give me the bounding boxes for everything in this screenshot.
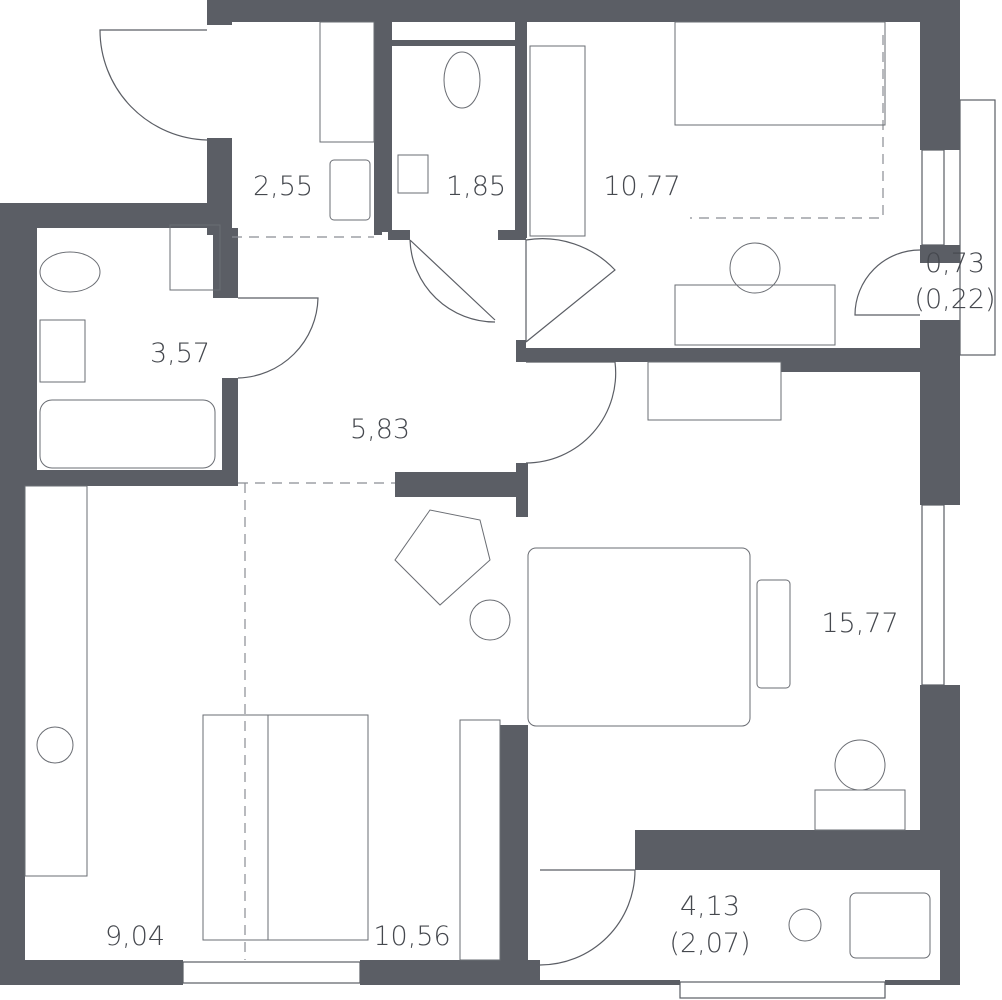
area-label-loggia: 4,13 bbox=[680, 891, 740, 922]
area-reduced-loggia: (2,07) bbox=[669, 928, 750, 959]
wardrobe-icon bbox=[647, 361, 782, 421]
area-label-bathroom: 3,57 bbox=[150, 338, 210, 369]
sink-icon bbox=[39, 319, 86, 383]
area-reduced-balcony-small: (0,22) bbox=[914, 284, 995, 315]
area-label-kitchen: 9,04 bbox=[105, 921, 165, 952]
dresser-icon bbox=[814, 789, 906, 831]
area-label-bedroom-small: 10,77 bbox=[603, 171, 680, 202]
kitchen-counter-icon bbox=[24, 485, 88, 877]
sink-icon bbox=[397, 154, 429, 194]
zone-lines bbox=[232, 35, 884, 960]
armchair-icon bbox=[394, 509, 491, 606]
area-label-hallway: 5,83 bbox=[350, 414, 410, 445]
area-label-hallway-closet: 2,55 bbox=[253, 171, 313, 202]
area-label-living-room: 10,56 bbox=[373, 921, 450, 952]
stool-icon bbox=[788, 908, 822, 942]
area-labels: 2,55 1,85 10,77 0,73 (0,22) 3,57 5,83 15… bbox=[105, 171, 996, 959]
chair-icon bbox=[729, 242, 781, 294]
sofa-icon bbox=[674, 21, 886, 126]
toilet-icon bbox=[39, 251, 101, 293]
area-label-bedroom-large: 15,77 bbox=[821, 608, 898, 639]
bathtub-icon bbox=[39, 399, 216, 469]
desk-icon bbox=[674, 284, 836, 346]
tv-stand-icon bbox=[459, 719, 501, 961]
wardrobe-icon bbox=[319, 21, 375, 143]
side-table-icon bbox=[469, 599, 511, 641]
dining-table-icon bbox=[202, 714, 269, 941]
wardrobe-icon bbox=[529, 45, 586, 237]
doors bbox=[99, 29, 921, 966]
area-label-toilet: 1,85 bbox=[446, 171, 506, 202]
toilet-icon bbox=[443, 51, 481, 109]
rug-icon bbox=[756, 579, 791, 689]
bed-icon bbox=[527, 547, 751, 727]
washing-machine-icon bbox=[169, 224, 221, 291]
furniture bbox=[24, 21, 931, 961]
area-label-balcony-small: 0,73 bbox=[925, 248, 985, 279]
round-table-icon bbox=[834, 739, 886, 791]
laundry-basket-icon bbox=[849, 892, 931, 959]
sofa-icon bbox=[267, 714, 369, 941]
stove-icon bbox=[329, 159, 371, 221]
